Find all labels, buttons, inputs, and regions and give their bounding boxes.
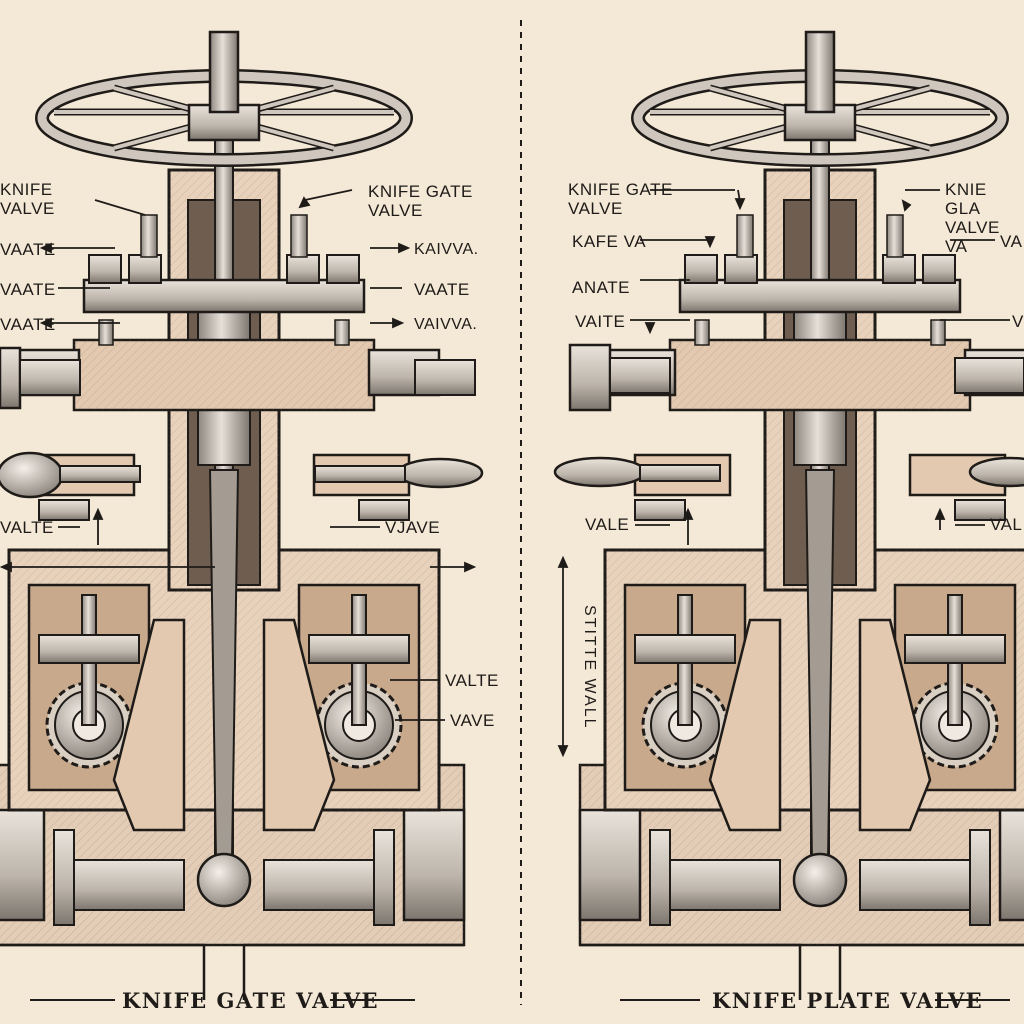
label-right-lower-r: VAL — [990, 515, 1023, 534]
label-left-lower-r: VJAVE — [385, 518, 441, 537]
label-right-l3: ANATE — [572, 278, 630, 297]
right-leaders — [557, 189, 1010, 758]
label-left-r1: KNIFE GATE VALVE — [368, 182, 473, 220]
label-left-l1: KNIFE VALVE — [0, 180, 55, 218]
knife-plate-valve-drawing — [580, 32, 1024, 1000]
label-left-lower-l: VALTE — [0, 518, 54, 537]
label-right-r1: KNIE GLA VALVE VA — [945, 180, 1000, 256]
label-left-l2: VAATE — [0, 240, 56, 259]
label-left-l4: VAATE — [0, 315, 56, 334]
label-left-r3: VAATE — [414, 280, 470, 299]
caption-knife-plate-valve: KNIFE PLATE VALVE — [712, 988, 984, 1013]
label-left-l3: VAATE — [0, 280, 56, 299]
label-left-mid-r2: VAVE — [450, 711, 495, 730]
right-side-fittings — [553, 343, 1024, 488]
label-right-l2: KAFE VA — [572, 232, 647, 251]
label-right-vertical: STITTE WALL — [581, 605, 598, 730]
label-left-r2: KAIVVA. — [414, 241, 479, 258]
label-right-lower-l: VALE — [585, 515, 630, 534]
label-right-l4: VAITE — [575, 312, 626, 331]
label-right-l1: KNIFE GATE VALVE — [568, 180, 673, 218]
label-left-mid-r1: VALTE — [445, 671, 499, 690]
left-side-fittings — [0, 346, 484, 499]
label-right-r3: V — [1012, 312, 1024, 331]
label-right-r2: VA — [1000, 232, 1023, 251]
knife-gate-valve-drawing — [0, 32, 464, 1000]
caption-knife-gate-valve: KNIFE GATE VALVE — [122, 988, 380, 1013]
left-leaders — [0, 189, 477, 721]
label-left-r4: VAIVVA. — [414, 316, 478, 333]
